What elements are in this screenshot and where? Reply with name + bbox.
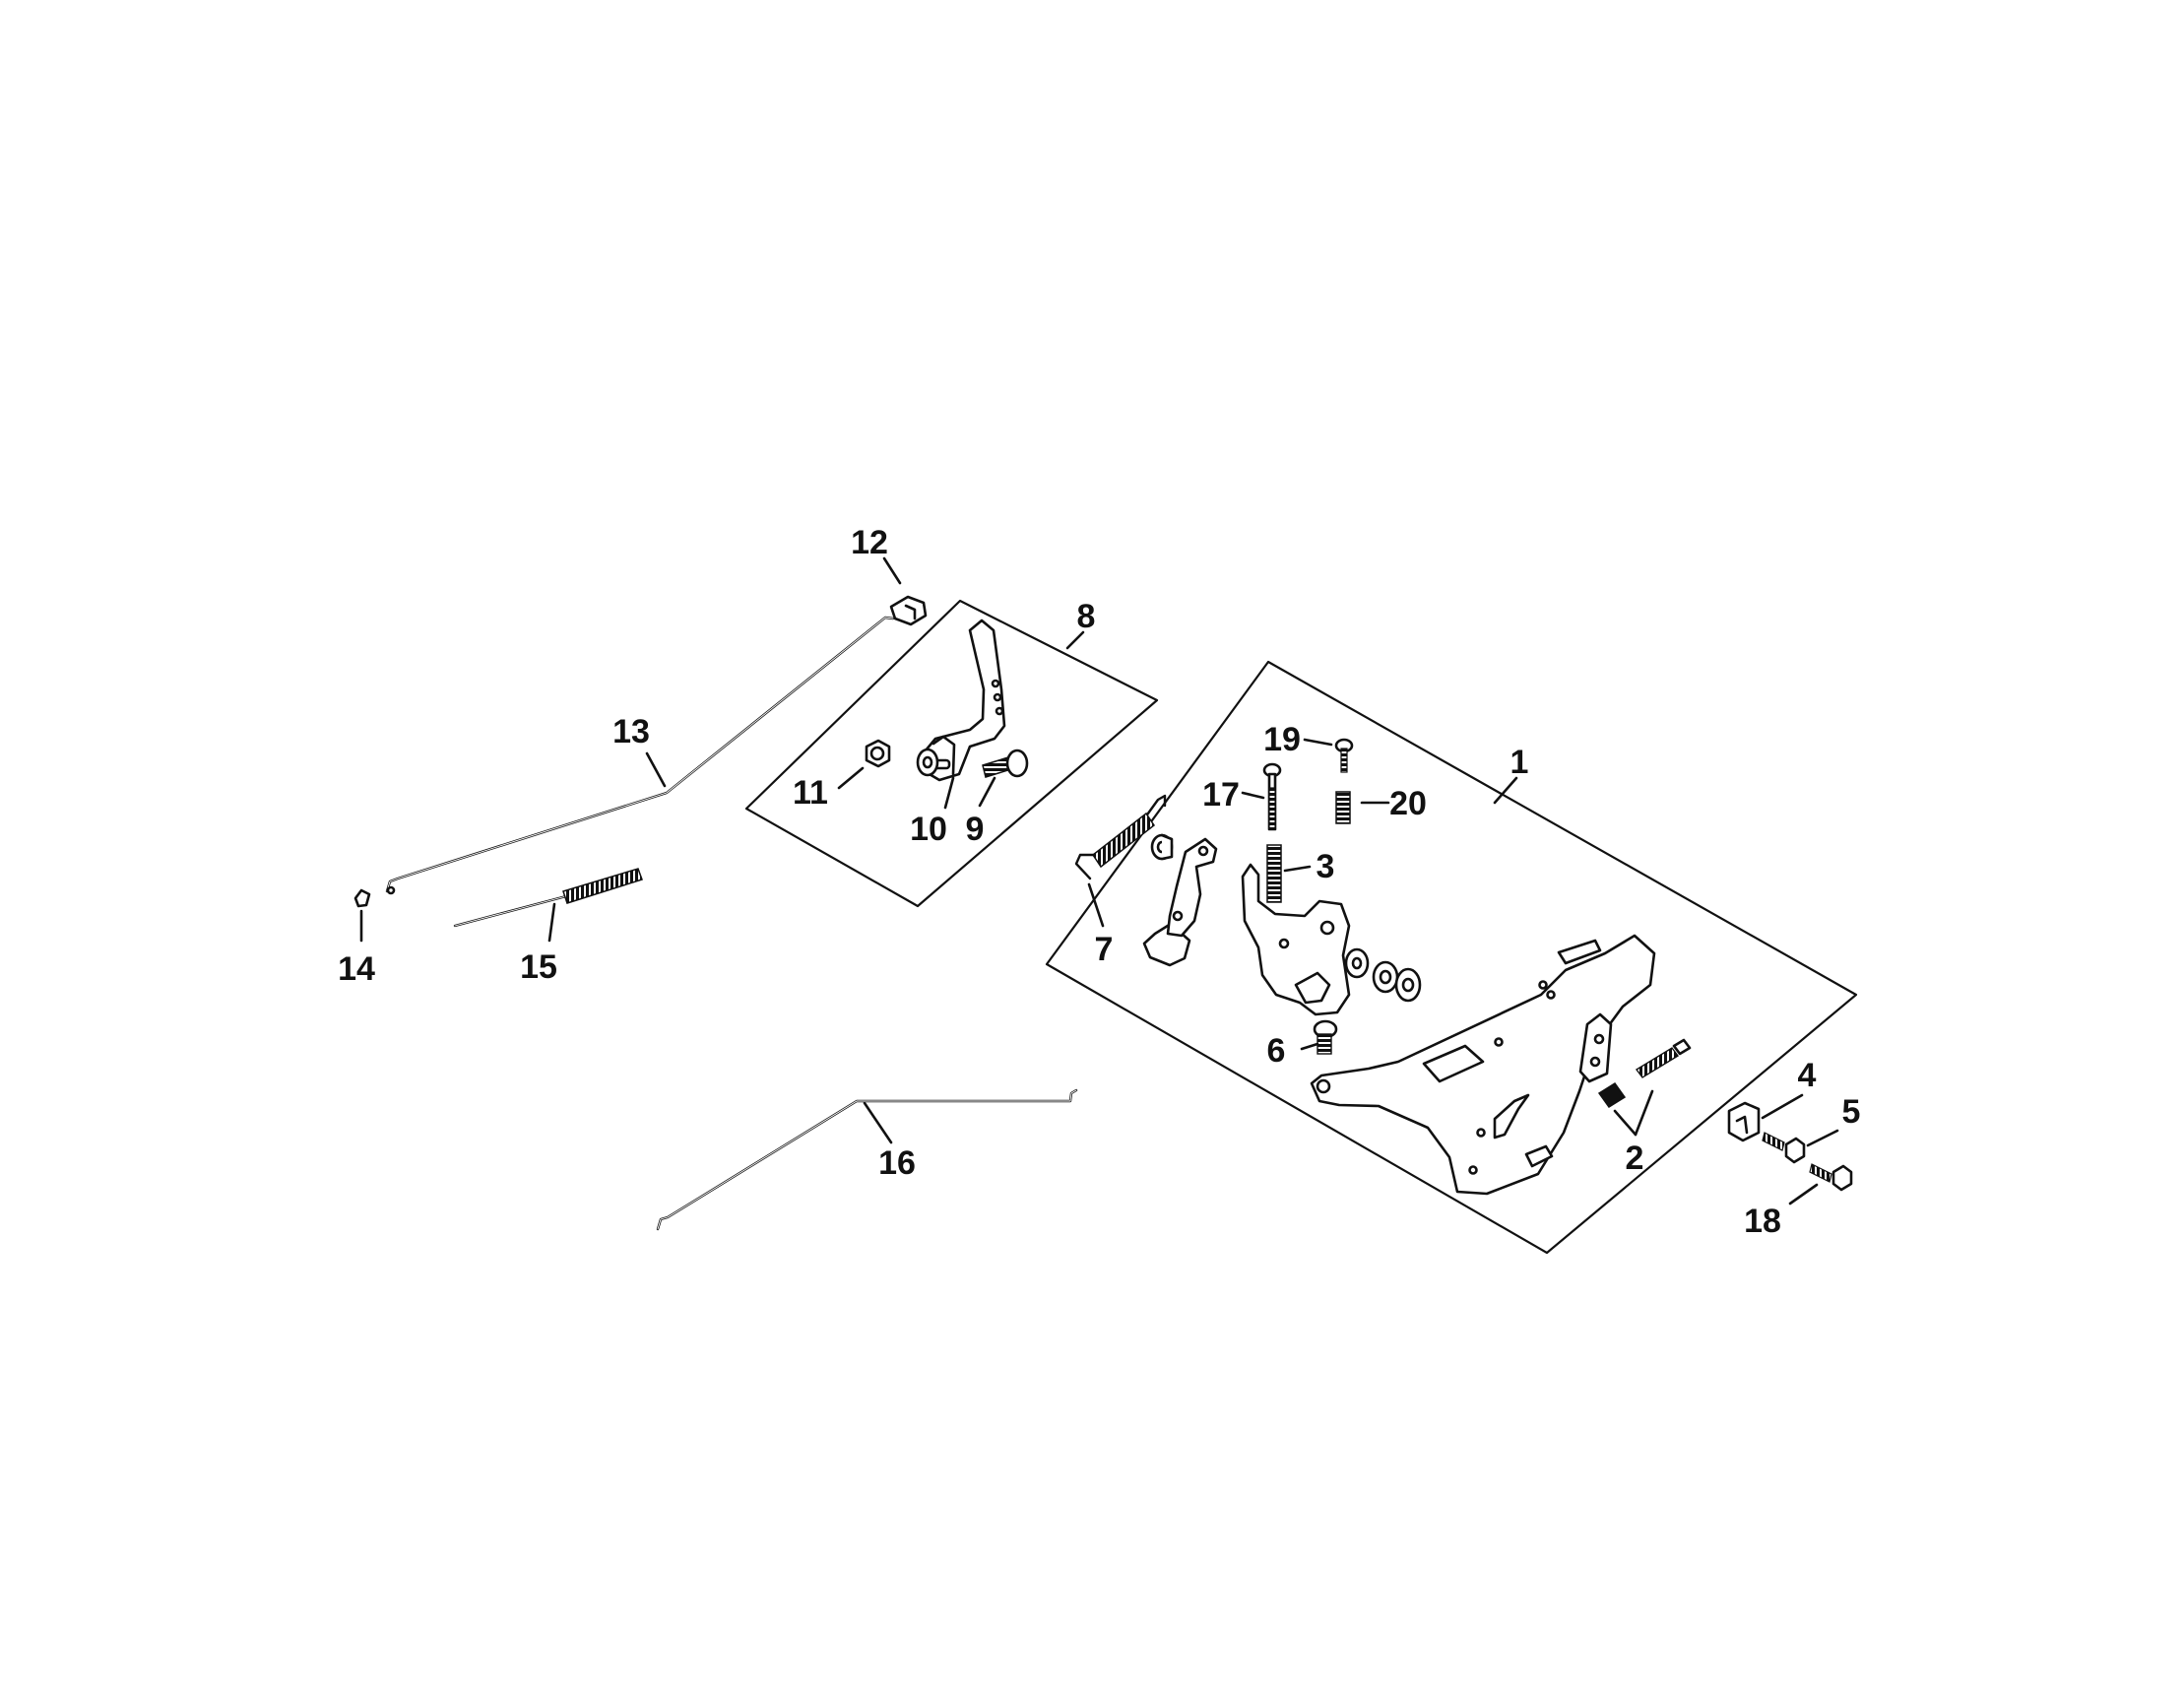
control-lever <box>919 619 1006 782</box>
leader-lines <box>359 556 1839 1205</box>
governor-spring <box>453 868 643 928</box>
callout-8: 8 <box>1077 598 1096 635</box>
leader-1 <box>1493 776 1518 805</box>
hex-nut <box>865 739 891 768</box>
leader-2b <box>1634 1089 1654 1137</box>
adjustment-spring <box>1597 1081 1627 1109</box>
group-8-outline <box>744 599 1159 908</box>
callout-7: 7 <box>1095 931 1114 968</box>
callout-9: 9 <box>966 811 985 848</box>
small-clip <box>353 888 371 908</box>
leader-18 <box>1788 1183 1819 1205</box>
shoulder-bolt <box>982 749 1029 778</box>
washer-stack <box>1344 947 1422 1003</box>
callout-1: 1 <box>1510 744 1529 781</box>
flat-washer <box>916 748 939 777</box>
leader-15 <box>547 902 556 943</box>
adjustment-bolt <box>1635 1038 1692 1078</box>
cable-clamp <box>1727 1101 1761 1142</box>
flange-bolt <box>1762 1132 1806 1164</box>
leader-2a <box>1613 1109 1638 1137</box>
leader-4 <box>1761 1093 1804 1120</box>
leader-13 <box>645 751 667 788</box>
callout-12: 12 <box>851 524 888 561</box>
small-screw <box>1334 738 1354 773</box>
callout-4: 4 <box>1798 1057 1817 1094</box>
callout-6: 6 <box>1267 1032 1286 1070</box>
callout-19: 19 <box>1263 721 1301 758</box>
callouts: 1 2 3 4 5 6 7 8 9 10 11 12 13 14 15 16 1… <box>338 524 1860 1240</box>
rod-clip <box>889 595 928 626</box>
throttle-lever <box>1241 863 1351 1016</box>
leader-8 <box>1065 630 1085 650</box>
leader-6 <box>1300 1042 1319 1051</box>
callout-20: 20 <box>1389 785 1427 822</box>
small-spring <box>1335 791 1351 824</box>
leader-5 <box>1806 1129 1839 1147</box>
leader-10 <box>943 776 955 810</box>
hex-screw <box>1809 1163 1853 1192</box>
long-screw <box>1262 762 1282 831</box>
callout-15: 15 <box>520 948 557 986</box>
callout-11: 11 <box>793 774 828 812</box>
leader-12 <box>882 556 902 585</box>
callout-18: 18 <box>1744 1203 1781 1240</box>
leader-3 <box>1283 865 1312 873</box>
callout-13: 13 <box>612 713 650 750</box>
callout-10: 10 <box>910 811 947 848</box>
bushing <box>1150 833 1174 861</box>
mounting-screw <box>1313 1019 1338 1055</box>
extension-spring <box>1074 794 1167 880</box>
compression-spring <box>1266 844 1282 903</box>
mounting-bracket <box>1310 934 1656 1196</box>
leader-7 <box>1087 882 1105 928</box>
speed-control-bracket <box>1142 837 1218 967</box>
leader-17 <box>1241 791 1265 800</box>
callout-5: 5 <box>1842 1093 1861 1131</box>
throttle-rod <box>385 616 895 895</box>
leader-9 <box>978 776 996 808</box>
leader-11 <box>837 766 865 790</box>
callout-16: 16 <box>878 1144 916 1182</box>
governor-rod <box>656 1088 1078 1231</box>
group-1-outline <box>1045 660 1858 1255</box>
leader-16 <box>863 1101 893 1144</box>
callout-2: 2 <box>1626 1140 1644 1177</box>
leader-19 <box>1303 738 1333 747</box>
callout-3: 3 <box>1317 848 1335 885</box>
callout-14: 14 <box>338 950 375 988</box>
callout-17: 17 <box>1202 776 1240 814</box>
